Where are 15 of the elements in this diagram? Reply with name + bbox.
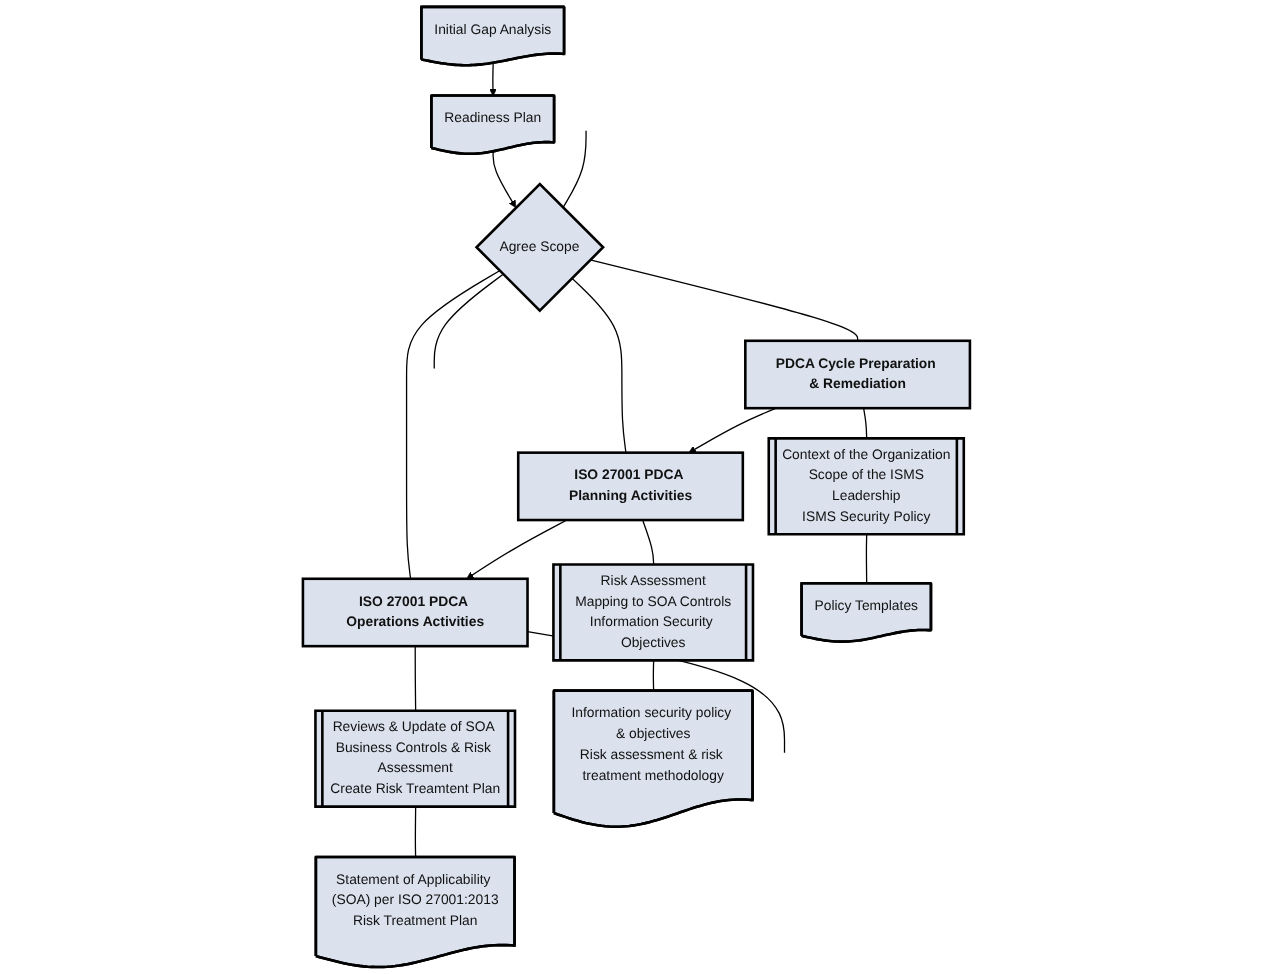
connector xyxy=(414,645,416,712)
arrow xyxy=(688,407,777,453)
connector xyxy=(414,806,416,858)
connector xyxy=(570,277,627,454)
arrow xyxy=(492,151,516,208)
connector xyxy=(862,407,867,440)
connector xyxy=(641,519,654,566)
arrow xyxy=(465,519,568,580)
connector xyxy=(433,273,504,370)
connector xyxy=(652,660,654,692)
connector xyxy=(405,270,500,580)
arrow xyxy=(488,62,497,97)
connector xyxy=(589,259,858,342)
connector xyxy=(865,534,867,585)
connector xyxy=(561,130,587,209)
